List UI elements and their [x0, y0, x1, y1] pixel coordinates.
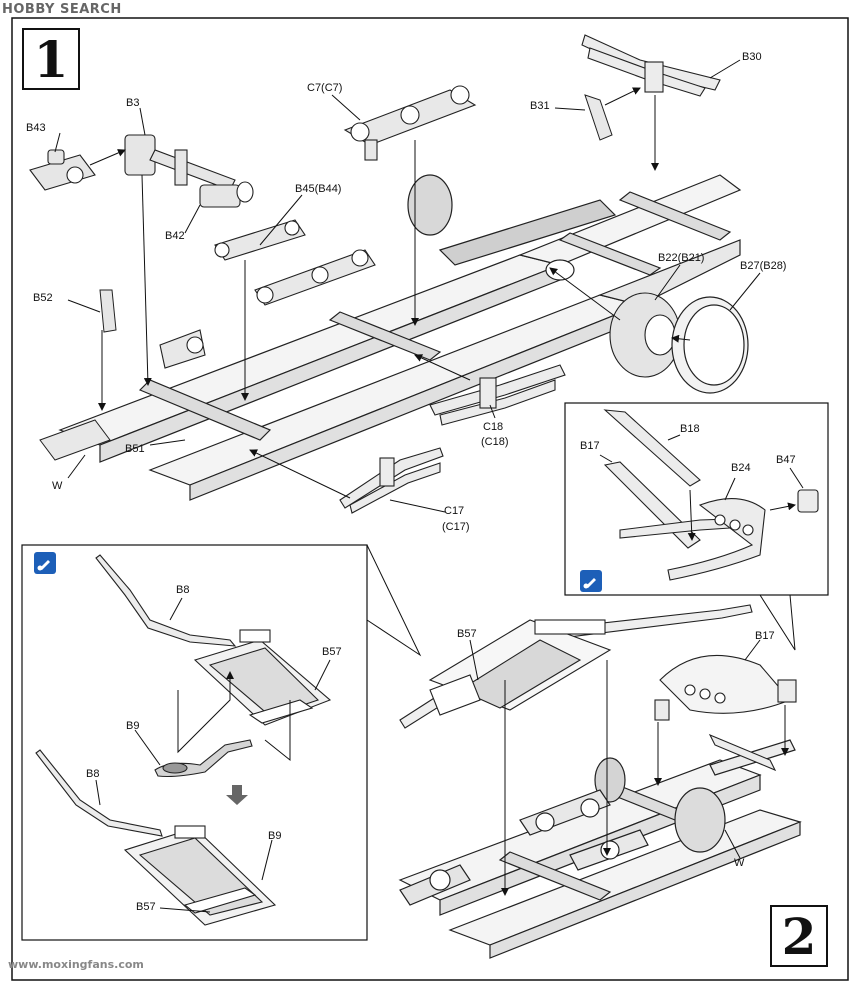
inset-left-parts: [35, 554, 332, 926]
part-b45: [159, 219, 376, 369]
label-b43: B43: [26, 122, 46, 134]
part-b27: [671, 296, 749, 394]
label-w-step1: W: [52, 480, 63, 492]
front-axle: [124, 134, 254, 208]
page-border: [11, 17, 849, 981]
label-b8-top: B8: [176, 584, 190, 596]
label-b30: B30: [742, 51, 762, 63]
label-b47: B47: [776, 454, 796, 466]
part-b43: [29, 149, 96, 191]
step1-frame: [58, 174, 742, 501]
callout-right: [759, 594, 796, 651]
label-b57-step2: B57: [457, 628, 477, 640]
watermark-bottom: www.moxingfans.com: [8, 958, 144, 971]
label-b9-top: B9: [126, 720, 140, 732]
watermark-top: HOBBY SEARCH: [2, 2, 122, 17]
label-b18: B18: [680, 423, 700, 435]
part-c7: [343, 85, 477, 161]
screwdriver-icon: [580, 570, 602, 592]
label-c17: C17: [444, 505, 465, 517]
label-c18: C18: [483, 421, 504, 433]
label-b52: B52: [33, 292, 53, 304]
label-b8-bottom: B8: [86, 768, 100, 780]
part-b31: [584, 94, 613, 141]
part-b52: [99, 289, 117, 333]
label-b51: B51: [125, 443, 145, 455]
callout-left: [366, 544, 422, 657]
step-number-1: 1: [22, 28, 80, 90]
down-arrow-icon: [226, 785, 248, 805]
label-b22: B22(B21): [658, 252, 705, 264]
label-c17-alt: (C17): [442, 521, 470, 533]
part-c18: [429, 364, 566, 426]
part-b30: [581, 34, 721, 97]
label-b3: B3: [126, 97, 140, 109]
label-c18-alt: (C18): [481, 436, 509, 448]
step-number-2: 2: [770, 905, 828, 967]
label-b45: B45(B44): [295, 183, 342, 195]
step2-exhaust: [399, 604, 753, 729]
label-b42: B42: [165, 230, 185, 242]
label-b27: B27(B28): [740, 260, 787, 272]
part-b22: [609, 292, 681, 378]
label-b9-bottom: B9: [268, 830, 282, 842]
label-b17-step2: B17: [755, 630, 775, 642]
inset-right-parts: [603, 409, 819, 581]
part-c17: [339, 447, 444, 514]
label-b17-inset: B17: [580, 440, 600, 452]
label-b57-bottom: B57: [136, 901, 156, 913]
part-w: [39, 419, 111, 461]
step2-b17: [654, 654, 797, 772]
label-c7: C7(C7): [307, 82, 343, 94]
label-b57-top: B57: [322, 646, 342, 658]
label-b31: B31: [530, 100, 550, 112]
screwdriver-icon: [34, 552, 56, 574]
step2-frame: [398, 739, 802, 959]
label-b24: B24: [731, 462, 751, 474]
label-w-step2: W: [734, 857, 745, 869]
